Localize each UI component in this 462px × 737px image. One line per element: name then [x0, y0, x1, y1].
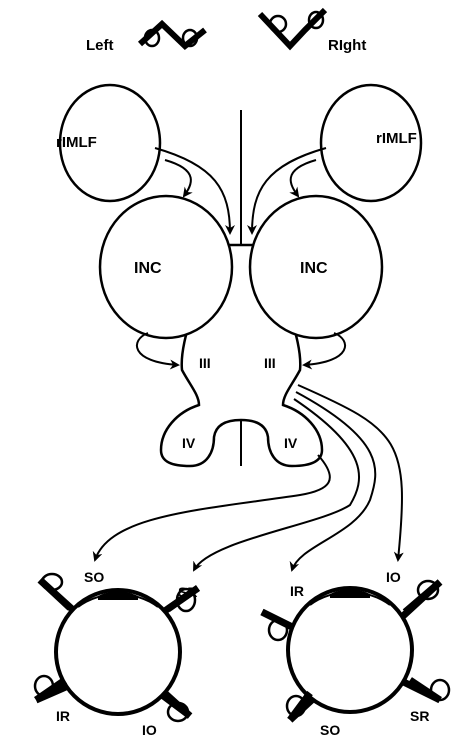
right-eye: IR IO SO SR: [262, 569, 449, 737]
left-eye-ir-label: IR: [56, 708, 70, 724]
rimlf-right-label: rIMLF: [376, 130, 417, 147]
inc-right-label: INC: [300, 260, 328, 277]
inc-left-nucleus: [100, 196, 232, 338]
right-eye-sr-label: SR: [410, 708, 429, 724]
left-torsion-icon: [140, 24, 205, 46]
left-eye: SO SR IR IO: [35, 569, 198, 737]
right-eye-io-label: IO: [386, 569, 401, 585]
inc-left-label: INC: [134, 260, 162, 277]
left-eye-io-label: IO: [142, 722, 157, 737]
rimlf-left-label: rIMLF: [56, 134, 97, 151]
right-label: RIght: [328, 37, 366, 54]
right-eye-ir-label: IR: [290, 583, 304, 599]
iii-left-label: III: [199, 355, 211, 371]
left-label: Left: [86, 37, 114, 54]
iv-left-label: IV: [182, 435, 196, 451]
right-torsion-icon: [260, 10, 325, 46]
right-eye-so-label: SO: [320, 722, 340, 737]
iv-right-label: IV: [284, 435, 298, 451]
left-eye-so-label: SO: [84, 569, 104, 585]
iii-right-label: III: [264, 355, 276, 371]
left-eye-sr-label: SR: [178, 584, 197, 600]
